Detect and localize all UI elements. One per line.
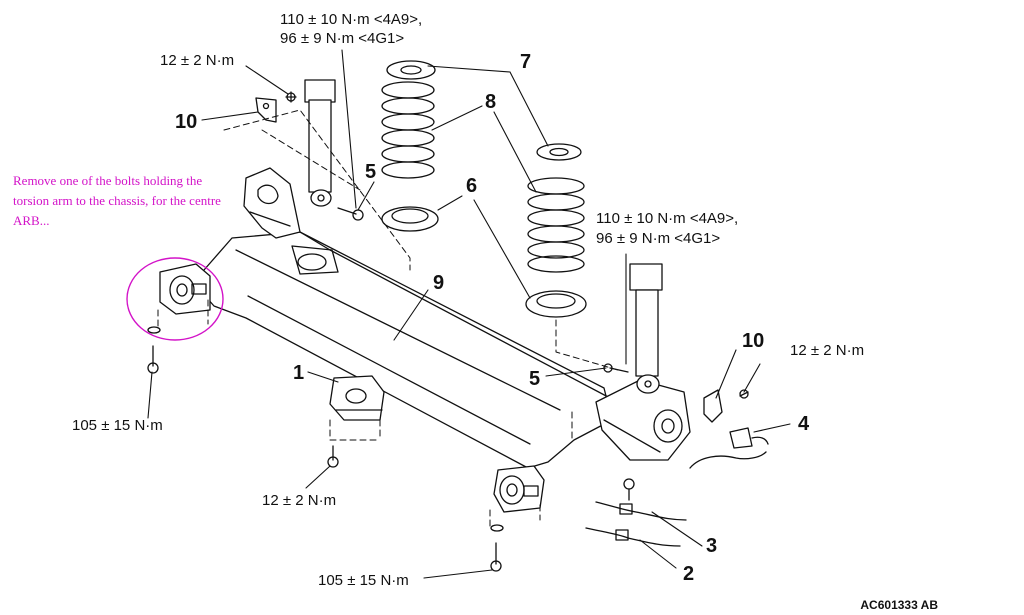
callout-8: 8 bbox=[485, 91, 497, 113]
leader-lines bbox=[147, 49, 791, 579]
torque-label-right-4a9: 110 ± 10 N·m <4A9>, bbox=[596, 210, 739, 227]
drawing-code: AC601333 AB bbox=[860, 598, 938, 612]
bracket-left bbox=[255, 97, 277, 123]
callout-10-right: 10 bbox=[742, 330, 765, 352]
lower-spring-seat-right bbox=[525, 290, 587, 318]
lower-spring-seat-left bbox=[381, 206, 439, 232]
torque-label-bracket-right: 12 ± 2 N·m bbox=[790, 342, 865, 359]
callout-5-left: 5 bbox=[365, 161, 377, 183]
coil-spring-left bbox=[381, 81, 435, 179]
callout-9: 9 bbox=[433, 272, 445, 294]
brake-hose-and-cable bbox=[585, 427, 769, 547]
callout-2: 2 bbox=[683, 563, 695, 585]
axle-mount-bracket bbox=[329, 375, 385, 421]
callout-6: 6 bbox=[466, 175, 478, 197]
left-shock-absorber bbox=[304, 79, 336, 207]
coil-spring-right bbox=[527, 177, 585, 273]
callout-4: 4 bbox=[798, 413, 810, 435]
torque-label-top-center-4a9: 110 ± 10 N·m <4A9>, bbox=[280, 11, 423, 28]
upper-spring-seat-right bbox=[536, 143, 582, 161]
callout-5-right: 5 bbox=[529, 368, 541, 390]
callout-1: 1 bbox=[293, 362, 305, 384]
torque-label-left-bolt: 105 ± 15 N·m bbox=[72, 417, 163, 434]
callout-10-left: 10 bbox=[175, 111, 198, 133]
alignment-dashes bbox=[157, 109, 619, 529]
upper-spring-seat-left bbox=[386, 60, 436, 80]
bracket-right bbox=[703, 389, 723, 423]
highlight-circle bbox=[126, 257, 224, 341]
torque-label-bracket-left: 12 ± 2 N·m bbox=[160, 52, 235, 69]
right-shock-absorber bbox=[629, 263, 663, 394]
torque-label-top-center-4g1: 96 ± 9 N·m <4G1> bbox=[280, 30, 405, 47]
torsion-beam-axle bbox=[159, 167, 691, 513]
torque-label-bottom-bolt: 105 ± 15 N·m bbox=[318, 572, 409, 589]
magenta-annotation-note: Remove one of the bolts holding the tors… bbox=[13, 173, 221, 228]
callout-7: 7 bbox=[520, 51, 532, 73]
torque-label-mount-bolt: 12 ± 2 N·m bbox=[262, 492, 337, 509]
torque-label-right-4g1: 96 ± 9 N·m <4G1> bbox=[596, 230, 721, 247]
callout-3: 3 bbox=[706, 535, 718, 557]
